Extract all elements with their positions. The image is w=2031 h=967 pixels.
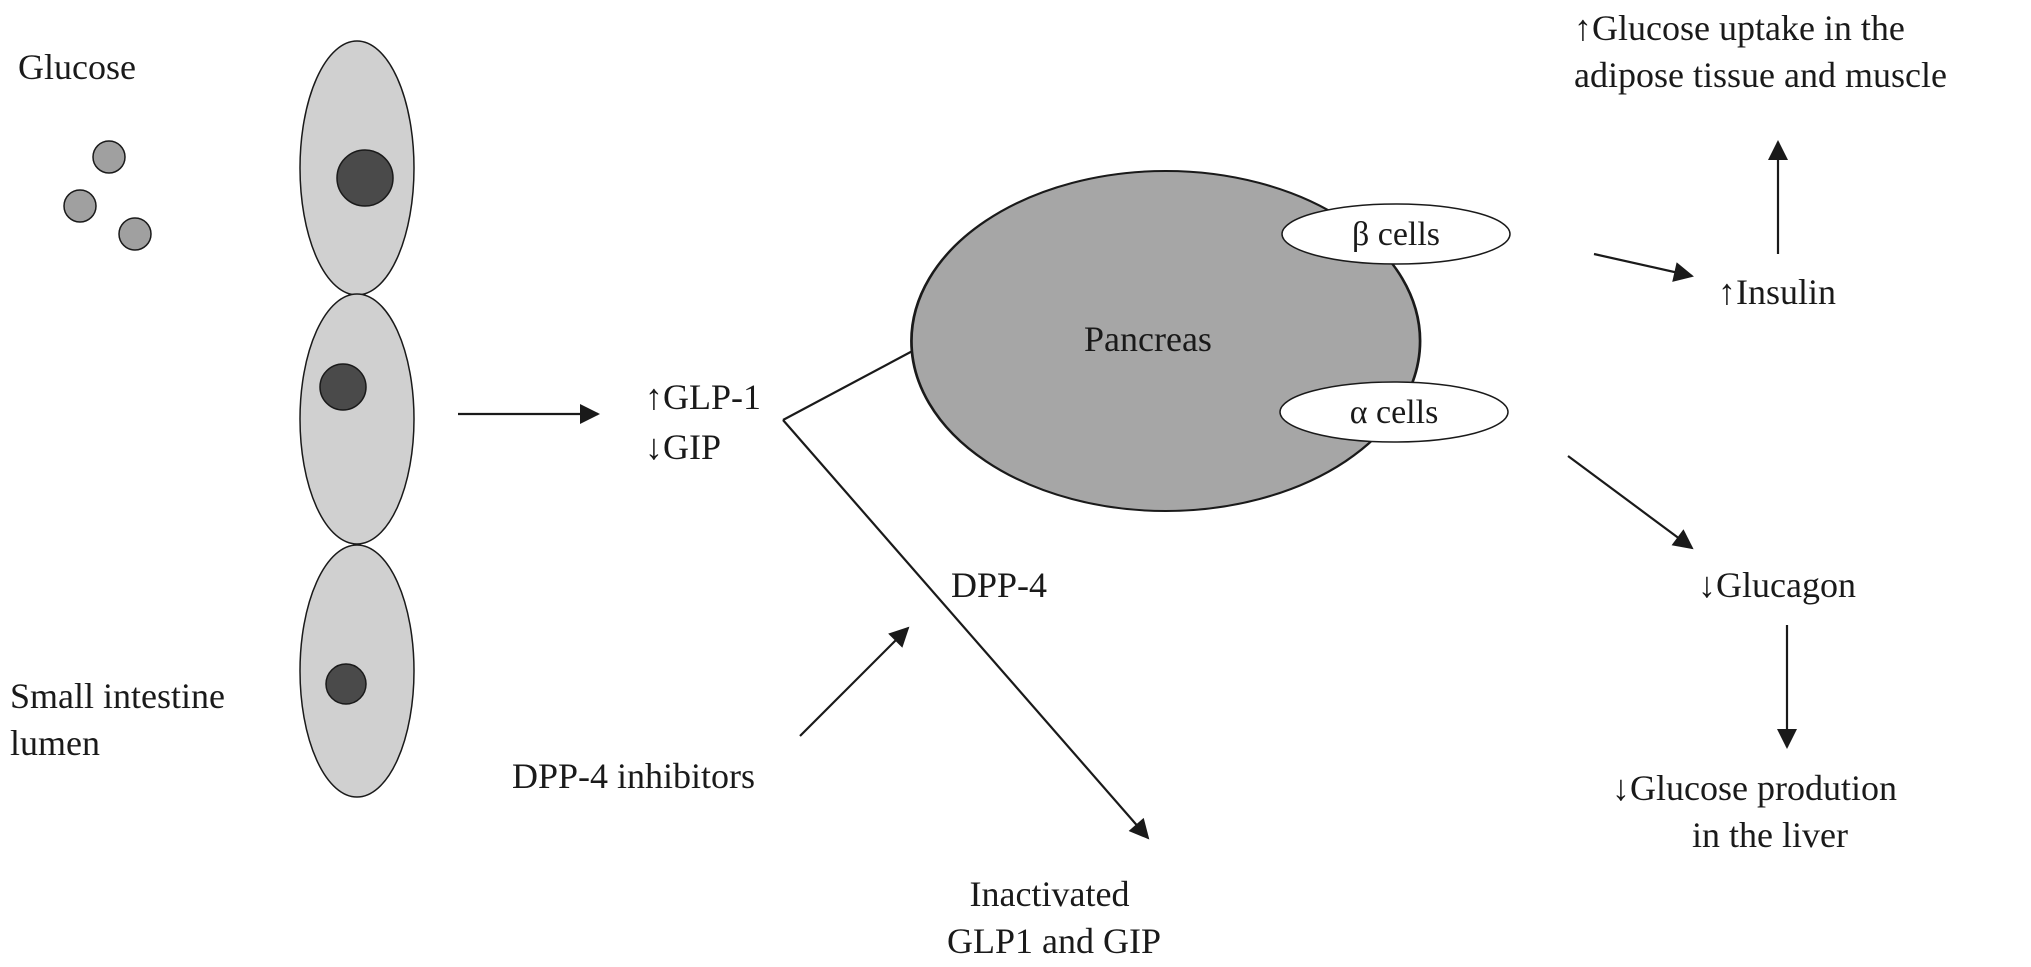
glucose-molecule (118, 217, 152, 251)
inactivated-line1: Inactivated (970, 874, 1130, 914)
intestinal-cells (299, 40, 415, 798)
dpp4-inhibitors-label: DPP-4 inhibitors (512, 756, 755, 796)
glp1-increase-label: ↑GLP-1 (645, 377, 761, 417)
glucose-production-label: ↓Glucose prodution in the liver (1612, 768, 1906, 855)
glucose-production-line2: in the liver (1692, 815, 1848, 855)
cell-nucleus (325, 663, 367, 705)
arrow-dpp4-inactivation (782, 419, 1150, 840)
arrow-alpha-to-glucagon (1567, 455, 1694, 550)
glucose-uptake-line1: ↑Glucose uptake in the (1574, 8, 1905, 48)
glucose-molecules (63, 140, 152, 251)
glucose-uptake-line2: adipose tissue and muscle (1574, 55, 1947, 95)
inactivated-line2: GLP1 and GIP (947, 921, 1161, 961)
glucose-production-line1: ↓Glucose prodution (1612, 768, 1897, 808)
inactivated-incretins-label: Inactivated GLP1 and GIP (947, 874, 1161, 961)
dpp4-label: DPP-4 (951, 565, 1047, 605)
pancreas-label: Pancreas (1084, 319, 1212, 359)
beta-cells-label: β cells (1352, 216, 1440, 253)
intestinal-cell (299, 293, 415, 545)
glucose-molecule (92, 140, 126, 174)
arrow-beta-to-insulin (1593, 252, 1694, 282)
glucose-molecule (63, 189, 97, 223)
pancreas: Pancreas β cells α cells (910, 170, 1511, 512)
glucose-uptake-label: ↑Glucose uptake in the adipose tissue an… (1574, 8, 1947, 95)
small-intestine-lumen-label: Small intestine lumen (10, 676, 234, 763)
alpha-cells-label: α cells (1350, 394, 1439, 431)
arrow-dpp4-inhibitors (799, 626, 910, 737)
beta-cells (1281, 203, 1511, 265)
insulin-increase-label: ↑Insulin (1718, 272, 1836, 312)
cell-nucleus (319, 363, 367, 411)
alpha-cells (1279, 381, 1509, 443)
small-intestine-lumen-line2: lumen (10, 723, 100, 763)
gip-decrease-label: ↓GIP (645, 427, 721, 467)
cell-nucleus (336, 149, 394, 207)
glucagon-decrease-label: ↓Glucagon (1698, 565, 1856, 605)
glucose-label: Glucose (18, 47, 136, 87)
small-intestine-lumen-line1: Small intestine (10, 676, 225, 716)
